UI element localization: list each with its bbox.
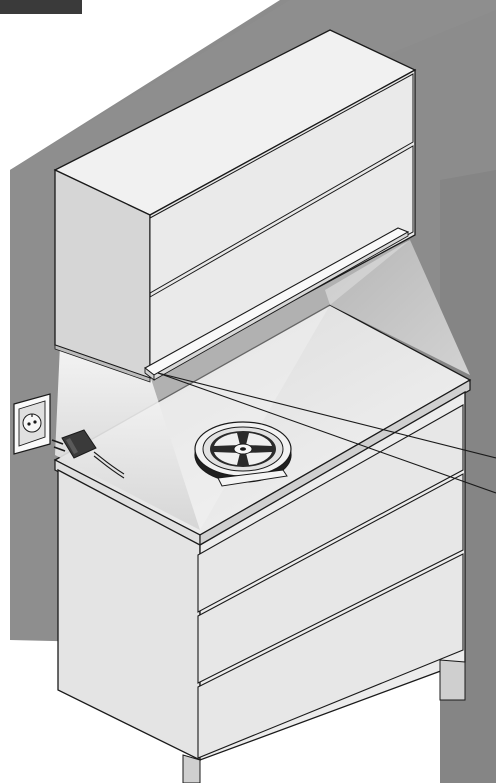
callout-lines <box>157 372 496 494</box>
header-tab <box>0 0 82 14</box>
drawer-base-cabinet <box>57 390 466 783</box>
wall-socket <box>13 393 51 455</box>
led-strip-reel <box>194 421 292 487</box>
drawer-front-1 <box>197 404 464 613</box>
led-light-bar <box>144 227 410 381</box>
drawer-front-3 <box>197 553 464 759</box>
wall-cabinet <box>53 29 417 383</box>
drawer-front-2 <box>197 473 464 684</box>
power-plug <box>51 429 125 479</box>
